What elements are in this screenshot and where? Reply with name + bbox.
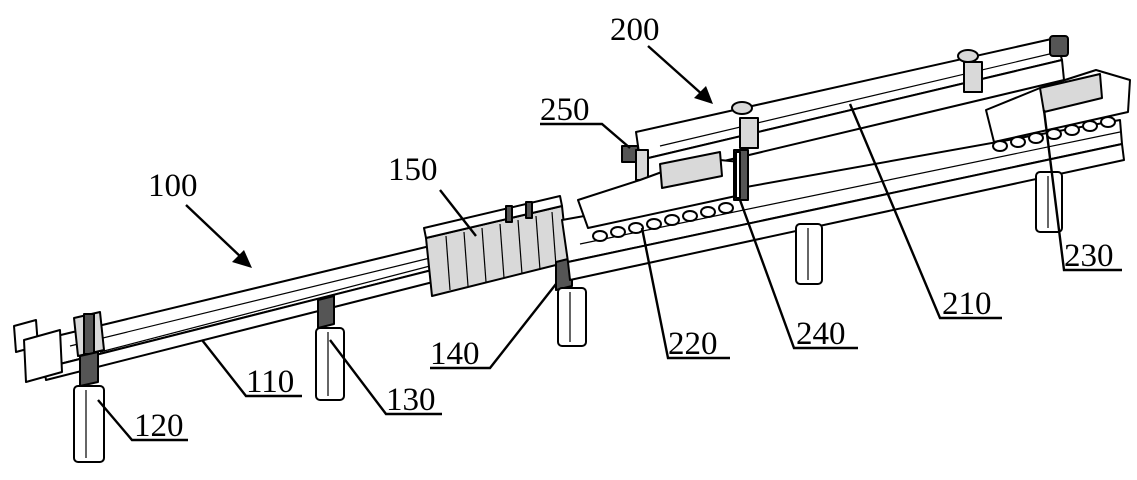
- rail-110: [13, 245, 434, 383]
- beam-bolt: [957, 49, 979, 63]
- beam-clamp-left: [739, 117, 759, 149]
- label-230: 230: [1064, 238, 1114, 274]
- slat: [551, 211, 557, 267]
- label-250: 250: [540, 92, 590, 128]
- track-right-leg: [1035, 171, 1063, 233]
- rail-clamp: [73, 311, 105, 357]
- wheel: [1010, 136, 1026, 148]
- label-240: 240: [796, 316, 846, 352]
- clamp-bolt: [83, 313, 95, 355]
- slat: [535, 215, 541, 271]
- wheel: [1082, 120, 1098, 132]
- slat: [445, 235, 451, 291]
- leader-100: [185, 204, 244, 260]
- beam-end-cap: [1049, 35, 1069, 57]
- assembly-200: [577, 35, 1131, 242]
- slat: [481, 227, 487, 283]
- leg-120-body: [73, 385, 105, 463]
- wheel: [992, 140, 1008, 152]
- leg-130-body: [315, 327, 345, 401]
- leader-130: [329, 339, 442, 416]
- wheel: [1100, 116, 1116, 128]
- leader-120: [97, 399, 188, 442]
- wheel: [610, 226, 626, 238]
- label-130: 130: [386, 382, 436, 418]
- arrowhead-200: [694, 86, 713, 104]
- leader-150: [439, 189, 477, 237]
- leader-230: [1042, 109, 1122, 272]
- slat: [499, 223, 505, 279]
- wheel: [592, 230, 608, 242]
- leader-110: [201, 339, 302, 398]
- wheel: [1028, 132, 1044, 144]
- connector-peg: [525, 201, 533, 219]
- carriage-220-hub: [659, 151, 723, 189]
- rail-end-plate: [23, 329, 63, 383]
- connector-peg: [505, 205, 513, 223]
- carriage-230-hub: [1039, 73, 1103, 113]
- label-120: 120: [134, 408, 184, 444]
- wheel: [682, 210, 698, 222]
- assembly-100: [13, 195, 587, 463]
- connector-150: [423, 195, 569, 297]
- arrowhead-100: [232, 250, 252, 268]
- leg-130-neck: [317, 295, 335, 329]
- track-side-face: [567, 143, 1125, 281]
- beam-edge-line: [659, 51, 1059, 147]
- wheel: [1046, 128, 1062, 140]
- bracket-250: [621, 145, 649, 181]
- track-mid-leg: [795, 223, 823, 285]
- carriage-220: [577, 151, 741, 242]
- slat: [517, 219, 523, 275]
- rail-edge-line: [69, 257, 431, 347]
- beam-clamp-right: [963, 61, 983, 93]
- label-110: 110: [246, 364, 294, 400]
- wheel: [1064, 124, 1080, 136]
- bracket-250-arm: [635, 149, 649, 181]
- column-240-highlight: [735, 151, 741, 199]
- label-220: 220: [668, 326, 718, 362]
- label-140: 140: [430, 336, 480, 372]
- leader-220: [640, 227, 730, 360]
- leg-120-neck: [79, 351, 99, 387]
- wheel: [718, 202, 734, 214]
- label-200: 200: [610, 12, 660, 48]
- slat: [463, 231, 469, 287]
- label-100: 100: [148, 168, 198, 204]
- support-leg-120: [73, 351, 105, 463]
- wheel: [664, 214, 680, 226]
- wheel: [628, 222, 644, 234]
- wheel: [646, 218, 662, 230]
- label-210: 210: [942, 286, 992, 322]
- leader-240: [738, 199, 858, 350]
- leader-200: [647, 45, 705, 97]
- beam-bolt: [731, 101, 753, 115]
- support-leg-130: [315, 295, 345, 401]
- carriage-230: [985, 69, 1131, 152]
- reference-labels: 100 200 110 120 130 140 150 250 220 240 …: [134, 12, 1114, 444]
- label-150: 150: [388, 152, 438, 188]
- leader-250: [540, 122, 631, 149]
- leader-140: [430, 283, 557, 370]
- column-240: [733, 149, 749, 201]
- rail-edge-line-2: [99, 265, 431, 353]
- leader-210: [848, 103, 1002, 320]
- wheel: [700, 206, 716, 218]
- leg-140-body: [557, 287, 587, 347]
- leader-lines: [97, 45, 1122, 442]
